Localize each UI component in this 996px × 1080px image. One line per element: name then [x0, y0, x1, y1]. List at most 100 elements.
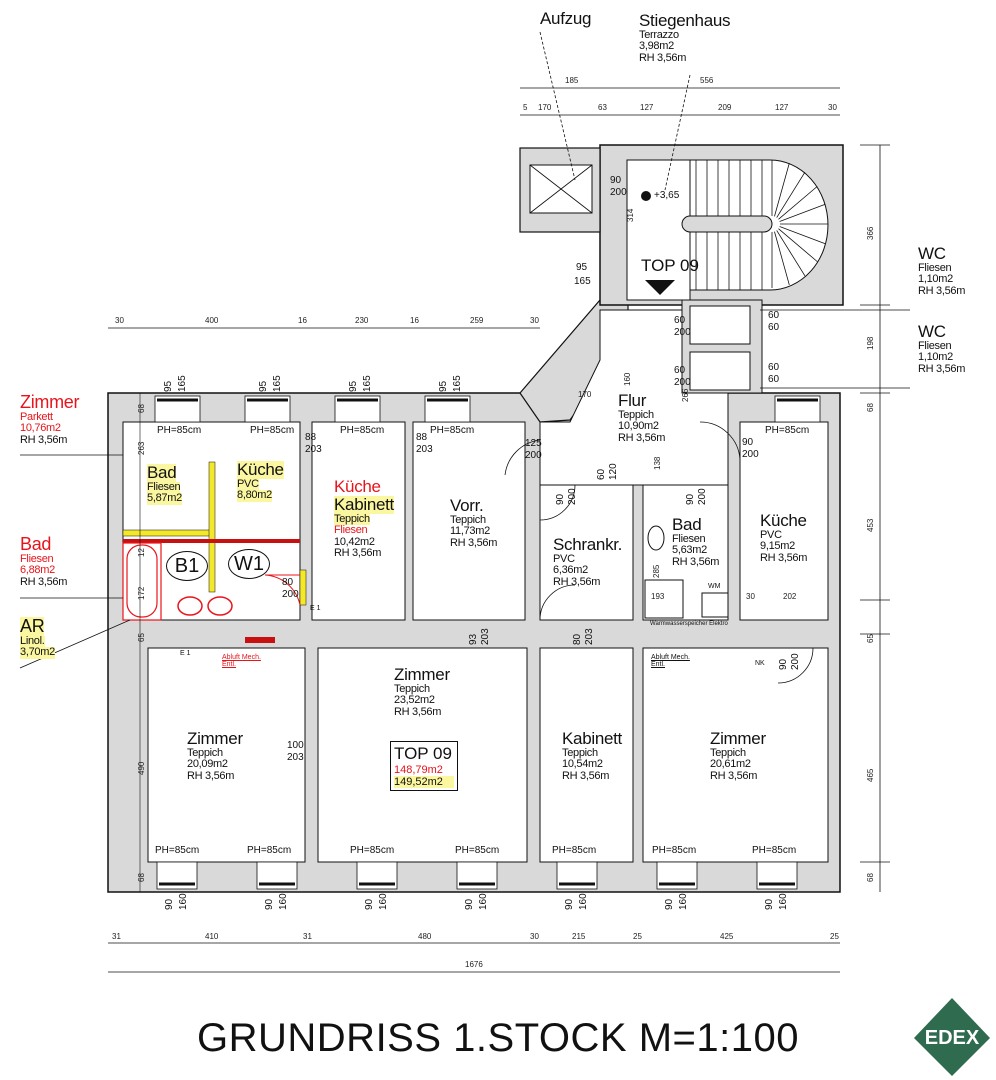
- window-size-label: 90: [564, 898, 575, 910]
- dimension-label: 31: [303, 932, 312, 941]
- dimension-label: 160: [623, 372, 632, 386]
- door-size-label: 90: [610, 175, 622, 186]
- shower-tray: [644, 579, 684, 619]
- door-size-label: 100: [287, 740, 304, 751]
- unit-area-yellow: 149,52m2: [394, 776, 454, 788]
- door-size-label: 203: [416, 444, 433, 455]
- room-label-aufzug: Aufzug: [540, 10, 591, 28]
- door-size-label: 120: [608, 463, 619, 480]
- dimension-label: 453: [866, 518, 875, 532]
- room-label-line: Zimmer: [187, 729, 243, 748]
- nk-label: NK: [755, 660, 765, 667]
- dimension-label: 480: [418, 932, 432, 941]
- room-label-line: 10,90m2: [618, 420, 659, 433]
- dimension-label: 230: [355, 316, 369, 325]
- room-label-line: Zimmer: [20, 392, 80, 412]
- window-size-label: 95: [258, 380, 269, 392]
- room-label-line: Kabinett: [334, 494, 394, 514]
- stair-steps: [695, 160, 828, 290]
- room-label-line: Teppich: [562, 746, 598, 759]
- door-size-label: 60: [596, 468, 607, 480]
- room-label-line: Bad: [147, 463, 177, 482]
- door-swing: [539, 584, 576, 621]
- dimension-label: 215: [572, 932, 586, 941]
- room-label-line: Fliesen: [147, 480, 181, 494]
- wm-label: WM: [708, 583, 721, 590]
- room-label-line: Fliesen: [918, 261, 952, 274]
- logo-text: EDEX: [925, 1027, 980, 1049]
- room-label-line: RH 3,56m: [918, 362, 966, 375]
- dimension-label: 65: [866, 634, 875, 643]
- door-size-label: 80: [282, 577, 294, 588]
- dimension-label: 193: [651, 592, 665, 601]
- door-size-label: 60: [768, 322, 780, 333]
- window-size-label: 160: [578, 893, 589, 910]
- dimension-label: 410: [205, 932, 219, 941]
- dimension-label: 465: [866, 768, 875, 782]
- door-size-label: 90: [555, 493, 566, 505]
- stair-step: [776, 230, 806, 276]
- room-label-line: RH 3,56m: [639, 51, 687, 64]
- door-size-label: 60: [674, 315, 686, 326]
- dimension-label: 68: [137, 873, 146, 882]
- door-swing: [777, 647, 814, 684]
- room-label-line: Teppich: [334, 512, 370, 526]
- dimension-label: 63: [598, 103, 607, 112]
- door-size-label: 200: [525, 450, 542, 461]
- room-label-line: 23,52m2: [394, 694, 435, 707]
- dimension-label: 68: [866, 403, 875, 412]
- window-size-label: 160: [178, 893, 189, 910]
- washbasin-icon: [647, 525, 665, 551]
- door-size-label: 203: [287, 752, 304, 763]
- dimension-label: 490: [137, 761, 146, 775]
- room-label-line: 5,87m2: [147, 492, 182, 505]
- window-size-label: 160: [678, 893, 689, 910]
- entrance-arrow-icon: [645, 280, 675, 295]
- room-label-line: 8,80m2: [237, 489, 272, 502]
- room-kueche-right: [739, 421, 829, 621]
- dimension-label: 16: [410, 316, 419, 325]
- door-size-label: 200: [697, 488, 708, 505]
- abluft-note-left: Abluft Mech. Entl.: [222, 654, 261, 668]
- window-size-label: 165: [452, 375, 463, 392]
- room-label-line: Zimmer: [394, 665, 450, 684]
- room-label-line: 1,10m2: [918, 273, 953, 286]
- dimension-label: 127: [640, 103, 654, 112]
- dimension-label: 259: [470, 316, 484, 325]
- room-label-line: Fliesen: [672, 532, 706, 545]
- window-parapet-label: PH=85cm: [157, 425, 202, 436]
- door-size-label: 90: [778, 658, 789, 670]
- door-swing: [699, 421, 741, 461]
- stair-step: [778, 228, 818, 262]
- fixture-w1: W1: [228, 549, 270, 579]
- window-size-label: 95: [438, 380, 449, 392]
- stair-step: [778, 186, 818, 220]
- outlet-label: E 1: [310, 605, 321, 612]
- dimension-total: 1676: [465, 960, 483, 969]
- room-label-line: RH 3,56m: [334, 547, 382, 560]
- washing-machine-icon: [701, 592, 729, 618]
- room-label-line: Küche: [760, 511, 807, 530]
- room-label-line: Flur: [618, 391, 647, 410]
- room-label-line: RH 3,56m: [187, 769, 235, 782]
- dimension-label: 400: [205, 316, 219, 325]
- fixture-b1: B1: [166, 551, 208, 581]
- dimension-label: 25: [830, 932, 839, 941]
- window-size-label: 160: [378, 893, 389, 910]
- dimension-label: 170: [578, 390, 592, 399]
- dimension-label: 12: [137, 548, 146, 557]
- dimension-label: 198: [866, 336, 875, 350]
- window-parapet-label: PH=85cm: [552, 845, 597, 856]
- dimension-label: 314: [626, 208, 635, 222]
- dimension-label: 556: [700, 76, 714, 85]
- room-label-line: PVC: [553, 552, 575, 565]
- room-label-line: Teppich: [710, 746, 746, 759]
- dimension-label: 25: [633, 932, 642, 941]
- window-size-label: 160: [278, 893, 289, 910]
